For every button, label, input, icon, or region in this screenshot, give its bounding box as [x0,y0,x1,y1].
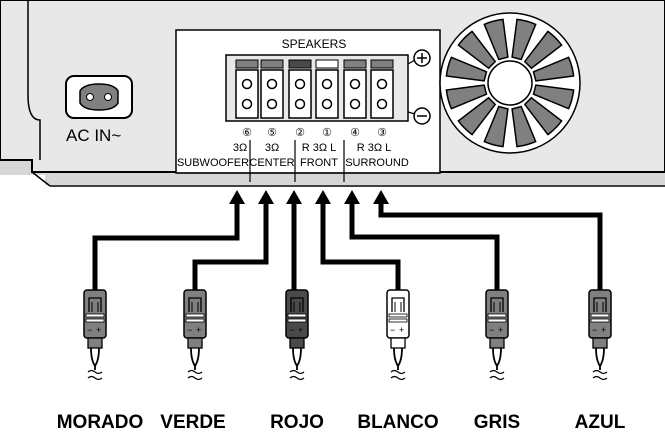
fan-blade [445,84,488,110]
label-verde: VERDE [160,412,225,433]
connector-gris: −+ [485,289,509,381]
arrow-up-icon [286,190,302,204]
speaker-terminal-panel: SPEAKERS ⑥ ⑤ ② ① ④ ③ 3Ω 3Ω R 3Ω L R [175,29,441,182]
label-rojo: ROJO [270,412,324,433]
front-spec: R 3Ω L [302,142,337,154]
terminal-2 [288,69,312,119]
wire-azul [378,202,603,292]
center-spec: 3Ω [265,142,279,154]
arrow-up-icon [315,190,331,204]
label-morado: MORADO [57,412,144,433]
wire-blanco [320,202,401,292]
fan-blade [457,96,497,136]
fan-blade [457,30,497,70]
fan-blade [483,105,509,148]
fan-blade [445,56,488,82]
svg-text:+: + [498,325,503,335]
fan-blade [511,18,537,61]
terminal-num-2: ② [295,127,305,139]
label-gris: GRIS [474,412,520,433]
label-azul: AZUL [575,412,626,433]
svg-text:+: + [601,325,606,335]
fan-blade [523,96,563,136]
speakers-title: SPEAKERS [282,37,347,51]
ac-in-label: AC IN~ [66,126,121,145]
wire-verde [192,202,269,292]
svg-text:−: − [289,325,294,335]
terminal-4 [343,69,367,119]
connector-verde: −+ [183,289,207,381]
svg-text:−: − [592,325,597,335]
connector-morado: −+ [83,289,107,381]
svg-text:−: − [87,325,92,335]
fan-vent [439,12,581,154]
fan-blade [532,84,575,110]
terminal-num-4: ④ [350,127,360,139]
wire-gris [349,202,500,292]
wire-morado [92,202,240,292]
group-surround: SURROUND [345,157,409,169]
speaker-wires [92,190,603,292]
arrow-up-icon [344,190,360,204]
connector-blanco: −+ [386,289,410,381]
svg-text:+: + [96,325,101,335]
svg-text:−: − [187,325,192,335]
arrow-up-icon [373,190,389,204]
svg-text:+: + [196,325,201,335]
arrow-up-icon [229,190,245,204]
fan-blade [532,56,575,82]
group-center: CENTER [249,157,294,169]
svg-text:+: + [298,325,303,335]
connector-azul: −+ [588,289,612,381]
terminal-num-1: ① [322,127,332,139]
fan-blade [523,30,563,70]
label-blanco: BLANCO [357,412,438,433]
group-front: FRONT [300,157,338,169]
terminal-num-6: ⑥ [242,127,252,139]
terminal-num-3: ③ [377,127,387,139]
connector-rojo: −+ [285,289,309,381]
terminal-6 [235,69,259,119]
terminal-1 [315,69,339,119]
svg-text:+: + [399,325,404,335]
svg-text:−: − [390,325,395,335]
subwoofer-spec: 3Ω [233,142,247,154]
group-subwoofer: SUBWOOFER [177,157,249,169]
speaker-connectors: −+−+−+−+−+−+ [83,289,612,381]
fan-blade [511,105,537,148]
arrow-up-icon [258,190,274,204]
terminal-num-5: ⑤ [267,127,277,139]
terminal-5 [260,69,284,119]
ac-inlet: AC IN~ [65,75,133,145]
fan-blade [483,18,509,61]
surround-spec: R 3Ω L [357,142,392,154]
terminal-3 [370,69,394,119]
svg-text:−: − [489,325,494,335]
